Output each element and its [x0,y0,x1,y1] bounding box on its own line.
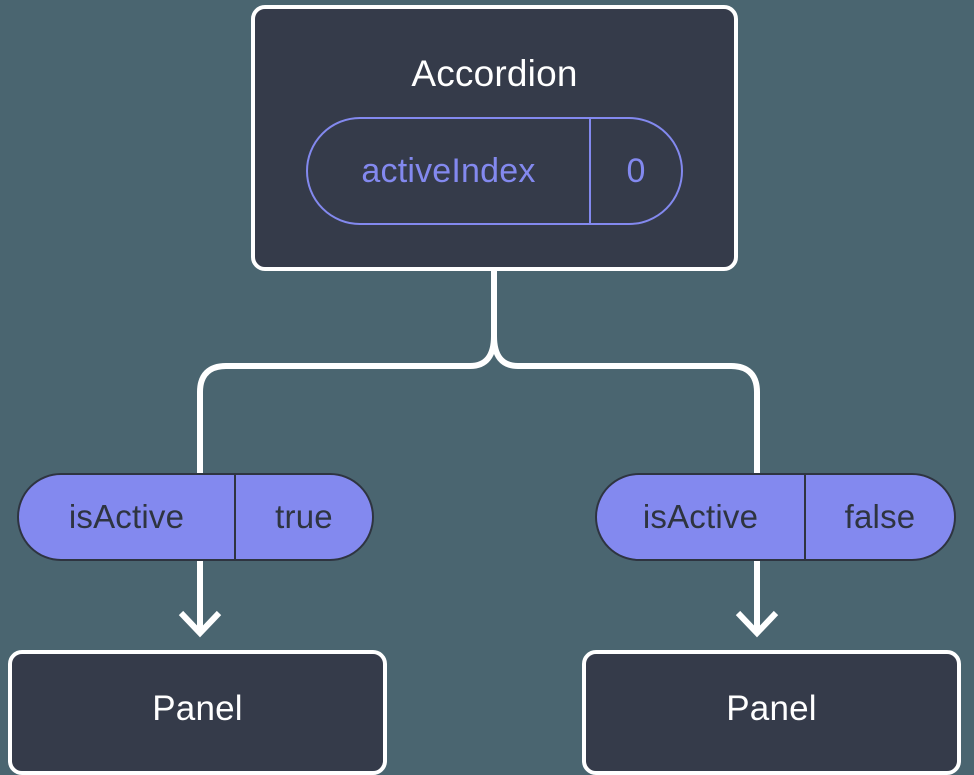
node-accordion-title: Accordion [411,53,578,94]
node-panel-right-title: Panel [726,689,817,728]
node-panel-right[interactable]: Panel [582,650,961,775]
prop-pill-left-value: true [275,498,333,535]
node-panel-left-title: Panel [152,689,243,728]
prop-pill-left-key: isActive [19,475,236,559]
arrow-head-right-icon [735,610,779,638]
prop-pill-right-key: isActive [597,475,806,559]
connector-branch-right [491,335,760,473]
state-pill-key: activeIndex [308,119,591,223]
state-pill-active-index[interactable]: activeIndex 0 [306,117,683,225]
state-pill-value: 0 [626,151,646,190]
connector-branch-left [197,335,497,473]
prop-pill-right-value: false [844,498,916,535]
node-panel-left[interactable]: Panel [8,650,387,775]
arrow-head-left-icon [178,610,222,638]
prop-pill-is-active-false[interactable]: isActive false [595,473,956,561]
prop-pill-is-active-true[interactable]: isActive true [17,473,374,561]
